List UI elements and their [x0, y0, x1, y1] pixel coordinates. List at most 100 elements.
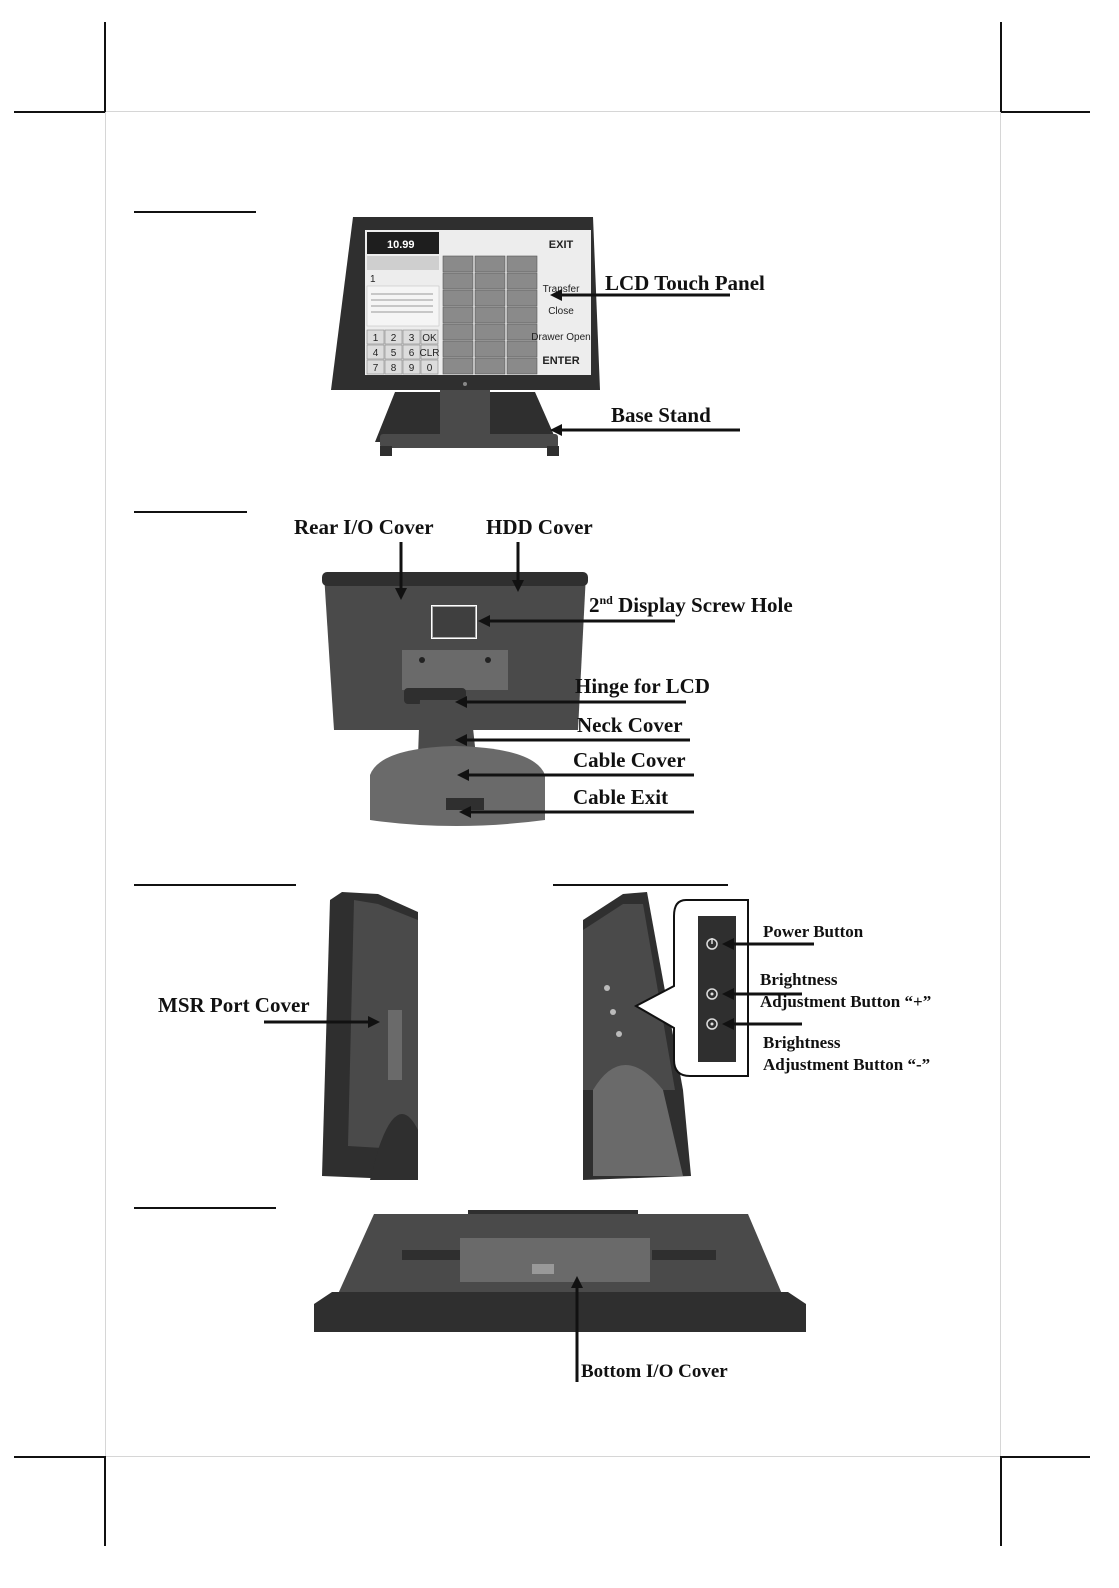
cable-cover-shape: [370, 746, 545, 826]
rear-view-illustration: [322, 572, 588, 826]
crop-mark-bottom-right-h: [1000, 1456, 1090, 1458]
bottom-view-illustration: [314, 1210, 806, 1332]
label-brightness-minus: Brightness Adjustment Button “-”: [763, 1032, 930, 1076]
side-button-label: Drawer Open: [531, 332, 590, 343]
left-side-illustration: [322, 892, 418, 1180]
menu-tile: [474, 306, 506, 324]
screen-total: 10.99: [387, 239, 415, 251]
label-base-stand: Base Stand: [611, 403, 711, 427]
keypad-key: [402, 344, 421, 360]
keypad-key-label: 9: [409, 363, 415, 374]
crop-mark-top-left-v: [104, 22, 106, 112]
msr-callout-arrow: [264, 1016, 380, 1028]
menu-tile: [506, 289, 538, 307]
section-rule-front: [134, 211, 256, 213]
keypad-key-label: 8: [391, 363, 397, 374]
rear-view-figure: [320, 570, 590, 832]
keypad-key: [402, 359, 421, 375]
side-button-label: ENTER: [542, 355, 579, 367]
keypad-key-label: 7: [373, 363, 379, 374]
right-side-view-figure: [583, 890, 691, 1182]
label-screw-hole-sup: nd: [599, 593, 613, 607]
trim-line-left: [105, 112, 106, 1456]
menu-tile: [442, 255, 474, 273]
menu-tile: [506, 272, 538, 290]
label-msr-port-cover: MSR Port Cover: [158, 993, 310, 1017]
keypad-key-label: 0: [427, 363, 433, 374]
keypad-key-label: 4: [373, 348, 379, 359]
menu-tile: [442, 357, 474, 375]
keypad-key-label: 5: [391, 348, 397, 359]
right-callout-arrows: [722, 938, 814, 1030]
trim-line-bottom: [106, 1456, 1000, 1457]
trim-line-top: [106, 111, 1000, 112]
trim-line-right: [1000, 112, 1001, 1456]
label-neck-cover: Neck Cover: [577, 713, 683, 737]
keypad-key: [384, 359, 403, 375]
menu-tile: [474, 357, 506, 375]
brightness-plus-icon: [706, 988, 718, 1000]
section-rule-rear: [134, 511, 247, 513]
label-hinge-for-lcd: Hinge for LCD: [575, 674, 710, 698]
left-side-view-figure: [318, 890, 418, 1182]
menu-tile: [506, 357, 538, 375]
keypad-key-label: OK: [422, 333, 437, 344]
label-bottom-io-cover: Bottom I/O Cover: [581, 1361, 728, 1382]
label-rear-io-cover: Rear I/O Cover: [294, 515, 434, 539]
keypad-key: [384, 344, 403, 360]
crop-mark-bottom-left-h: [14, 1456, 106, 1458]
crop-mark-top-right-h: [1000, 111, 1090, 113]
label-cable-exit: Cable Exit: [573, 785, 669, 809]
keypad-key: [420, 329, 439, 345]
label-screw-hole-prefix: 2: [589, 593, 600, 617]
menu-tile: [474, 323, 506, 341]
menu-tile: [442, 289, 474, 307]
label-brightness-plus: Brightness Adjustment Button “+”: [760, 969, 931, 1013]
label-brightness-minus-line2: Adjustment Button “-”: [763, 1055, 931, 1074]
menu-tile: [442, 340, 474, 358]
section-rule-left-side: [134, 884, 296, 886]
rear-callout-arrows: [395, 542, 694, 818]
keypad-key-label: 2: [391, 333, 397, 344]
menu-tile: [442, 323, 474, 341]
keypad: 1 2 3 OK 4 5 6 CLR 7 8 9 0: [366, 329, 440, 375]
screen-item-count: 1: [370, 274, 376, 285]
keypad-key-label: 3: [409, 333, 415, 344]
bottom-housing-front: [314, 1292, 806, 1332]
front-callout-arrows: [550, 289, 740, 436]
side-button-label: EXIT: [549, 239, 574, 251]
crop-mark-bottom-left-v: [104, 1456, 106, 1546]
right-side-illustration: [583, 892, 691, 1180]
menu-tile: [442, 272, 474, 290]
menu-tile: [506, 340, 538, 358]
label-lcd-touch-panel: LCD Touch Panel: [605, 271, 765, 295]
keypad-key-label: CLR: [419, 348, 439, 359]
label-screw-hole-rest: Display Screw Hole: [612, 593, 793, 617]
bottom-callout-arrow: [571, 1276, 583, 1382]
menu-tile: [474, 340, 506, 358]
label-brightness-minus-line1: Brightness: [763, 1033, 841, 1052]
keypad-key-label: 1: [373, 333, 379, 344]
label-brightness-plus-line1: Brightness: [760, 970, 838, 989]
menu-tile: [506, 323, 538, 341]
keypad-key: [402, 329, 421, 345]
keypad-key: [420, 359, 439, 375]
label-brightness-plus-line2: Adjustment Button “+”: [760, 992, 932, 1011]
menu-tile: [474, 289, 506, 307]
crop-mark-bottom-right-v: [1000, 1456, 1002, 1546]
keypad-key: [420, 344, 439, 360]
keypad-key: [366, 359, 385, 375]
brightness-minus-icon: [706, 1018, 718, 1030]
keypad-key: [366, 329, 385, 345]
crop-mark-top-right-v: [1000, 22, 1002, 112]
keypad-key-label: 6: [409, 348, 415, 359]
menu-tile: [506, 255, 538, 273]
menu-tile-grid: [442, 255, 538, 375]
keypad-key: [384, 329, 403, 345]
menu-tile: [506, 306, 538, 324]
side-button-label: Close: [548, 306, 574, 317]
label-power-button: Power Button: [763, 922, 864, 941]
display-screw-hole-box: [431, 605, 477, 639]
